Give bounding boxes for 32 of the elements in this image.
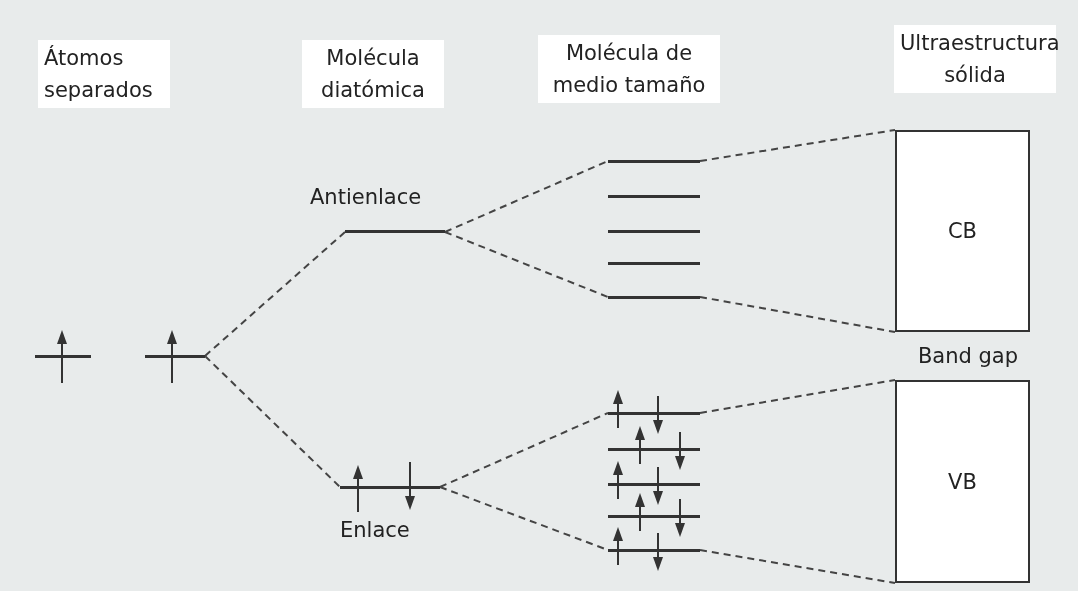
dashed-connector: [444, 160, 609, 233]
dashed-connector: [204, 231, 346, 357]
dashed-connector: [699, 129, 896, 162]
level-label: Enlace: [340, 518, 410, 542]
band-gap-label: Band gap: [916, 343, 1020, 370]
column-heading: Ultraestructura sólida: [894, 25, 1056, 93]
energy-level: [608, 262, 700, 265]
dashed-connector: [699, 296, 896, 333]
dashed-connector: [699, 549, 896, 584]
energy-level: [608, 549, 700, 552]
energy-level: [608, 296, 700, 299]
energy-level: [608, 412, 700, 415]
band-label: VB: [948, 469, 977, 494]
energy-level: [608, 515, 700, 518]
dashed-connector: [699, 379, 896, 414]
band-box: [895, 380, 1030, 583]
column-heading: Molécula diatómica: [302, 40, 444, 108]
dashed-connector: [204, 355, 341, 488]
band-label: CB: [947, 219, 978, 243]
column-heading: Molécula de medio tamaño: [538, 35, 720, 103]
energy-level: [608, 160, 700, 163]
column-heading: Átomos separados: [38, 40, 170, 108]
band-box: [895, 130, 1030, 332]
energy-level: [608, 448, 700, 451]
energy-level: [608, 230, 700, 233]
energy-level: [35, 355, 91, 358]
energy-level: [608, 483, 700, 486]
dashed-connector: [439, 412, 609, 488]
dashed-connector: [444, 231, 609, 298]
energy-level: [608, 195, 700, 198]
energy-level: [145, 355, 205, 358]
level-label: Antienlace: [310, 185, 422, 209]
